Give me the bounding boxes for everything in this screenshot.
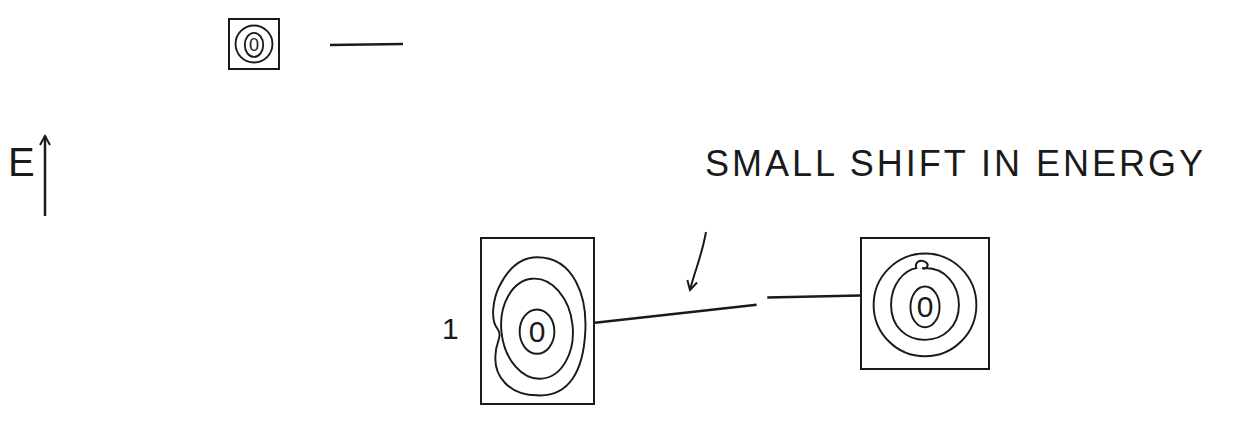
- contour-box: 0: [860, 237, 990, 370]
- contour-mark: 1: [442, 314, 459, 344]
- energy-axis-arrow: [44, 136, 47, 216]
- contour-value: 0: [529, 317, 546, 347]
- energy-level-line: [595, 296, 860, 323]
- contour-value: 0: [249, 36, 259, 54]
- leader-arrow: [690, 232, 706, 290]
- energy-level-line: [330, 44, 403, 45]
- contour-value: 0: [917, 292, 934, 322]
- contour-box: 0: [228, 18, 280, 70]
- annotation-note: SMALL SHIFT IN ENERGY: [705, 146, 1206, 182]
- contour-box: 01: [480, 237, 595, 405]
- axis-label: E: [8, 142, 35, 182]
